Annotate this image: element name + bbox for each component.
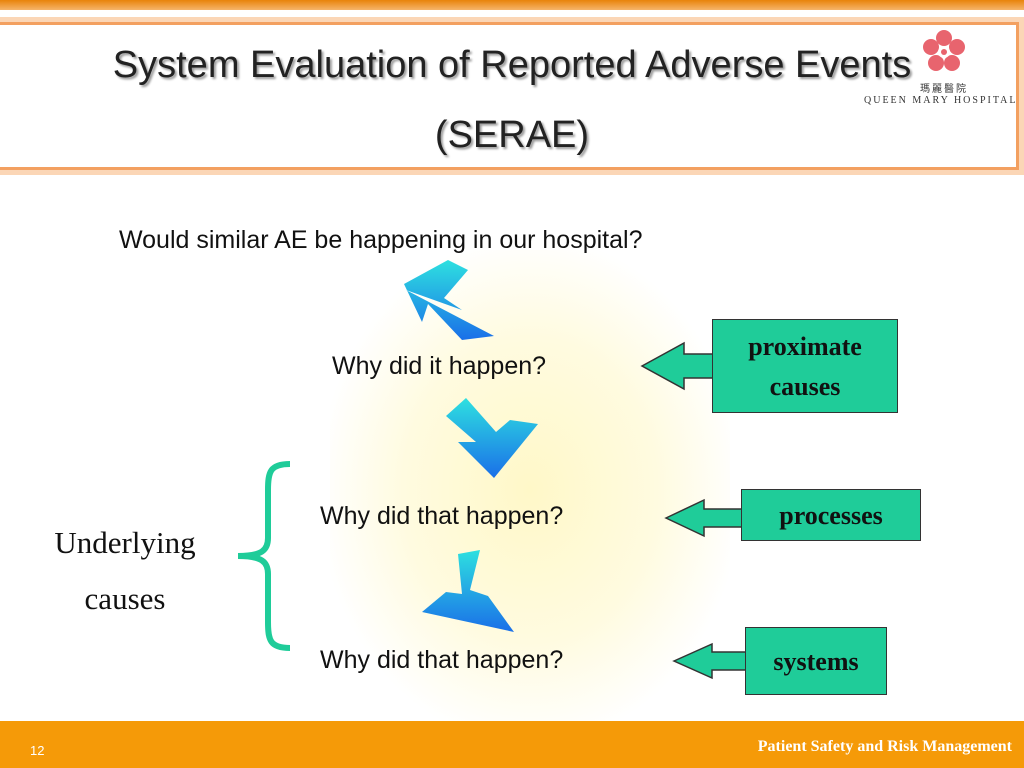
tag-1-line-2: causes <box>769 372 841 401</box>
left-arrow-icon-2 <box>664 498 744 538</box>
footer-bar <box>0 721 1024 768</box>
flower-logo-icon <box>923 30 965 71</box>
tag-processes: processes <box>741 489 921 541</box>
logo-english-name: QUEEN MARY HOSPITAL <box>864 95 1018 106</box>
tag-proximate-causes: proximate causes <box>712 319 898 413</box>
question-2: Why did that happen? <box>320 502 564 530</box>
question-3: Why did that happen? <box>320 646 564 674</box>
title-frame <box>0 22 1019 170</box>
background-glow <box>330 250 730 730</box>
down-arrow-icon-2 <box>446 398 538 478</box>
underlying-line-1: Underlying <box>54 525 196 560</box>
down-arrow-icon-1 <box>404 260 494 340</box>
down-arrow-icon-3 <box>422 550 514 632</box>
underlying-line-2: causes <box>84 581 166 616</box>
title-line-2: (SERAE) <box>434 114 590 156</box>
question-1: Why did it happen? <box>332 352 547 380</box>
curly-brace-icon <box>237 461 291 651</box>
top-accent-band <box>0 0 1024 10</box>
footer-title: Patient Safety and Risk Management <box>757 738 1012 755</box>
left-arrow-icon-1 <box>640 341 716 391</box>
title-line-1: System Evaluation of Reported Adverse Ev… <box>112 44 912 86</box>
left-arrow-icon-3 <box>672 642 750 680</box>
tag-systems: systems <box>745 627 887 695</box>
hospital-logo: 瑪麗醫院 QUEEN MARY HOSPITAL <box>862 24 1022 108</box>
slide-title: System Evaluation of Reported Adverse Ev… <box>0 30 1024 170</box>
underlying-causes-label: Underlying causes <box>20 515 230 627</box>
logo-chinese-name: 瑪麗醫院 <box>920 84 968 95</box>
tag-1-line-1: proximate <box>748 332 862 361</box>
question-top: Would similar AE be happening in our hos… <box>119 226 643 254</box>
page-number: 12 <box>30 743 45 758</box>
